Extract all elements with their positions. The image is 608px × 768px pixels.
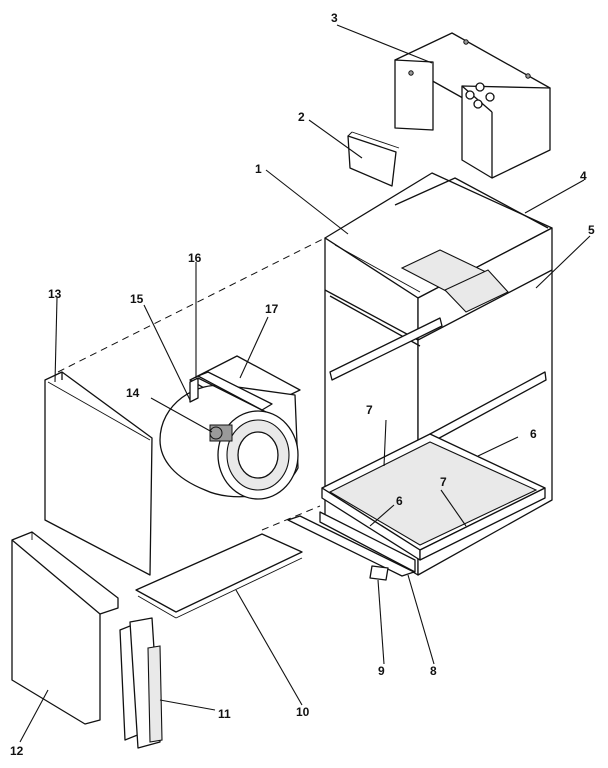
callout-14: 14 xyxy=(126,386,140,400)
leader-lines xyxy=(19,24,591,743)
callout-8: 8 xyxy=(430,664,437,678)
callout-7-lower: 7 xyxy=(440,475,447,489)
part-9-rail xyxy=(369,565,389,581)
callout-4: 4 xyxy=(580,169,587,183)
callout-1: 1 xyxy=(255,162,262,176)
callout-11: 11 xyxy=(218,707,231,721)
callout-15: 15 xyxy=(130,292,144,306)
part-2-bracket-plate xyxy=(347,131,400,187)
callout-9: 9 xyxy=(378,664,385,678)
alignment-lines xyxy=(57,237,326,531)
callout-2: 2 xyxy=(298,110,305,124)
callout-17: 17 xyxy=(265,302,279,316)
part-10-floor-plate xyxy=(135,533,303,619)
callout-3: 3 xyxy=(331,11,338,25)
part-1-cabinet xyxy=(319,172,553,576)
callout-7-upper: 7 xyxy=(366,403,373,417)
callout-13: 13 xyxy=(48,287,62,301)
callout-labels: 3 2 1 4 5 16 13 15 17 14 7 6 7 6 9 8 10 … xyxy=(10,11,595,758)
part-8-rail xyxy=(287,515,415,577)
callout-10: 10 xyxy=(296,705,310,719)
part-3-control-box xyxy=(394,32,551,179)
callout-12: 12 xyxy=(10,744,24,758)
callout-6-lower: 6 xyxy=(396,494,403,508)
part-17-blower-rail xyxy=(197,371,273,411)
callout-6-right: 6 xyxy=(530,427,537,441)
part-11-brackets xyxy=(119,617,163,749)
part-12-front-panel xyxy=(11,531,119,725)
callout-5: 5 xyxy=(588,223,595,237)
part-13-side-panel xyxy=(44,371,153,576)
part-14-motor xyxy=(209,424,233,442)
callout-16: 16 xyxy=(188,251,202,265)
